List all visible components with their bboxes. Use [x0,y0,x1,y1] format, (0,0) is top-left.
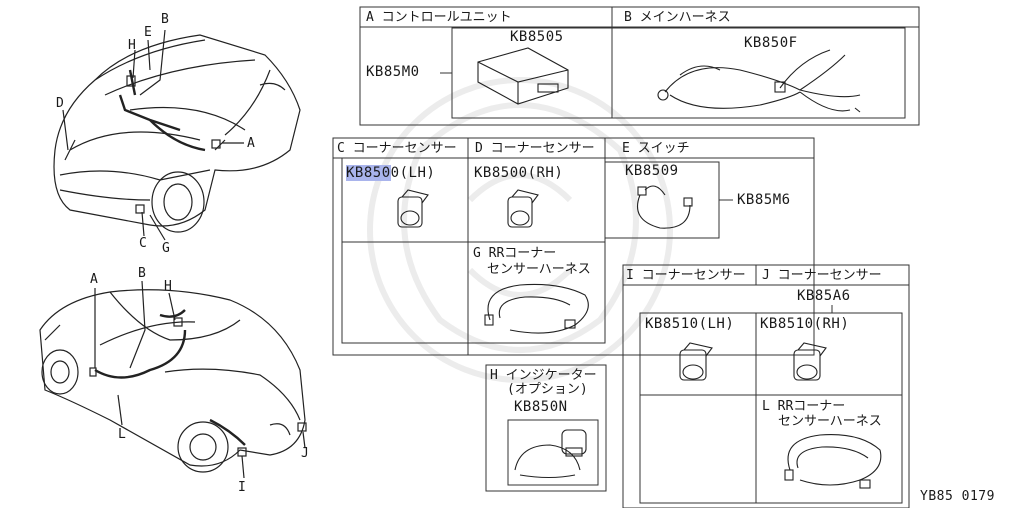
main-harness-icon [657,49,861,113]
rr-corner-sensor-harness-l-icon [784,434,882,489]
callout-rear-h: H [164,279,172,294]
box-e-set-number[interactable]: KB85M6 [737,192,791,208]
box-h-title-line2: (オプション) [507,382,588,397]
callout-rear-b: B [138,266,146,281]
callout-rear-j: J [301,446,309,461]
box-d-part-number[interactable]: KB8500(RH) [474,165,564,181]
box-c-part-suffix: 0(LH) [390,165,436,181]
corner-sensor-lh-icon [397,189,429,228]
box-i-part-number[interactable]: KB8510(LH) [645,316,735,332]
switch-icon [636,185,693,229]
rear-car-illustration [39,280,307,479]
callout-front-h: H [128,38,136,53]
box-a-part-number[interactable]: KB8505 [510,29,564,45]
box-h-title-line1: H インジケーター [490,368,597,383]
control-unit-icon [477,47,569,105]
callout-front-d: D [56,96,64,111]
callout-front-b: B [161,12,169,27]
callout-front-e: E [144,25,152,40]
box-j-title: J コーナーセンサー [762,268,882,283]
rr-corner-sensor-harness-g-icon [484,283,589,334]
box-a-title: A コントロールユニット [366,10,512,25]
corner-sensor-j-icon [793,342,827,381]
callout-rear-l: L [118,427,126,442]
front-car-illustration [53,29,301,241]
callout-front-c: C [139,236,147,251]
callout-rear-i: I [238,480,246,495]
box-g-title-line1: G RRコーナー [473,246,557,261]
box-h-part-number[interactable]: KB850N [514,399,568,415]
box-c-part-number[interactable]: KB8500(LH) [346,165,436,181]
box-g-title-line2: センサーハーネス [487,262,591,277]
box-a-set-number[interactable]: KB85M0 [366,64,420,80]
box-b-title: B メインハーネス [624,10,731,25]
background-watermark [367,77,673,383]
callout-rear-a: A [90,272,98,287]
box-b-part-number[interactable]: KB850F [744,35,798,51]
corner-sensor-i-icon [679,342,713,381]
diagram-reference-code: YB85 0179 [920,489,995,504]
box-j-set-number[interactable]: KB85A6 [797,288,851,304]
box-e-title: E スイッチ [622,141,690,156]
box-e-part-number[interactable]: KB8509 [625,163,679,179]
indicator-icon [514,429,587,479]
callout-front-a: A [247,136,255,151]
box-l-title-line1: L RRコーナー [762,399,846,414]
box-c-title: C コーナーセンサー [337,141,457,156]
box-j-part-number[interactable]: KB8510(RH) [760,316,850,332]
box-i-title: I コーナーセンサー [626,268,746,283]
callout-front-g: G [162,241,170,256]
box-l-title-line2: センサーハーネス [778,414,882,429]
corner-sensor-rh-icon [507,189,539,228]
parts-frames [332,6,920,508]
box-c-part-highlight: KB850 [346,165,391,181]
box-d-title: D コーナーセンサー [475,141,595,156]
